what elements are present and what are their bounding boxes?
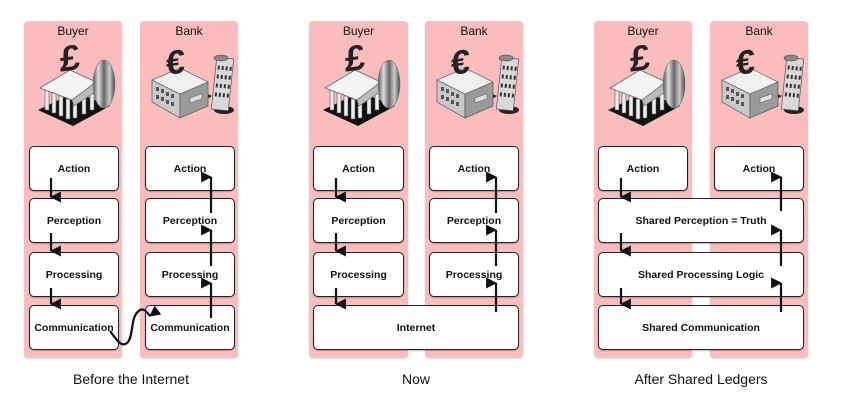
action-box: Action bbox=[29, 146, 119, 191]
pound-bank-icon bbox=[30, 40, 120, 130]
pound-bank-icon bbox=[315, 40, 405, 130]
perception-box: Perception bbox=[29, 198, 119, 243]
shared-perception-box: Shared Perception = Truth bbox=[598, 198, 804, 243]
column-title: Buyer bbox=[342, 24, 375, 38]
perception-box: Perception bbox=[313, 198, 404, 243]
perception-box: Perception bbox=[429, 198, 519, 243]
pound-bank-icon bbox=[600, 40, 690, 130]
euro-bank-icon bbox=[146, 40, 236, 130]
action-box: Action bbox=[313, 146, 404, 191]
communication-box: Communication bbox=[145, 305, 235, 350]
processing-box: Processing bbox=[29, 252, 119, 297]
panel-caption: Before the Internet bbox=[73, 371, 189, 387]
action-box: Action bbox=[598, 146, 688, 191]
euro-bank-icon bbox=[716, 40, 806, 130]
panel-caption: After Shared Ledgers bbox=[634, 371, 768, 387]
processing-box: Processing bbox=[145, 252, 235, 297]
euro-bank-icon bbox=[431, 40, 521, 130]
column-title: Buyer bbox=[57, 24, 89, 38]
communication-box: Communication bbox=[29, 305, 119, 350]
column-title: Bank bbox=[745, 24, 773, 38]
perception-box: Perception bbox=[145, 198, 235, 243]
shared-processing-box: Shared Processing Logic bbox=[598, 252, 804, 297]
processing-box: Processing bbox=[313, 252, 404, 297]
action-box: Action bbox=[714, 146, 804, 191]
column-title: Bank bbox=[175, 24, 203, 38]
action-box: Action bbox=[145, 146, 235, 191]
column-title: Buyer bbox=[627, 24, 659, 38]
column-title: Bank bbox=[460, 24, 488, 38]
panel-caption: Now bbox=[401, 371, 430, 387]
internet-box: Internet bbox=[313, 305, 519, 350]
processing-box: Processing bbox=[429, 252, 519, 297]
shared-communication-box: Shared Communication bbox=[598, 305, 804, 350]
action-box: Action bbox=[429, 146, 519, 191]
